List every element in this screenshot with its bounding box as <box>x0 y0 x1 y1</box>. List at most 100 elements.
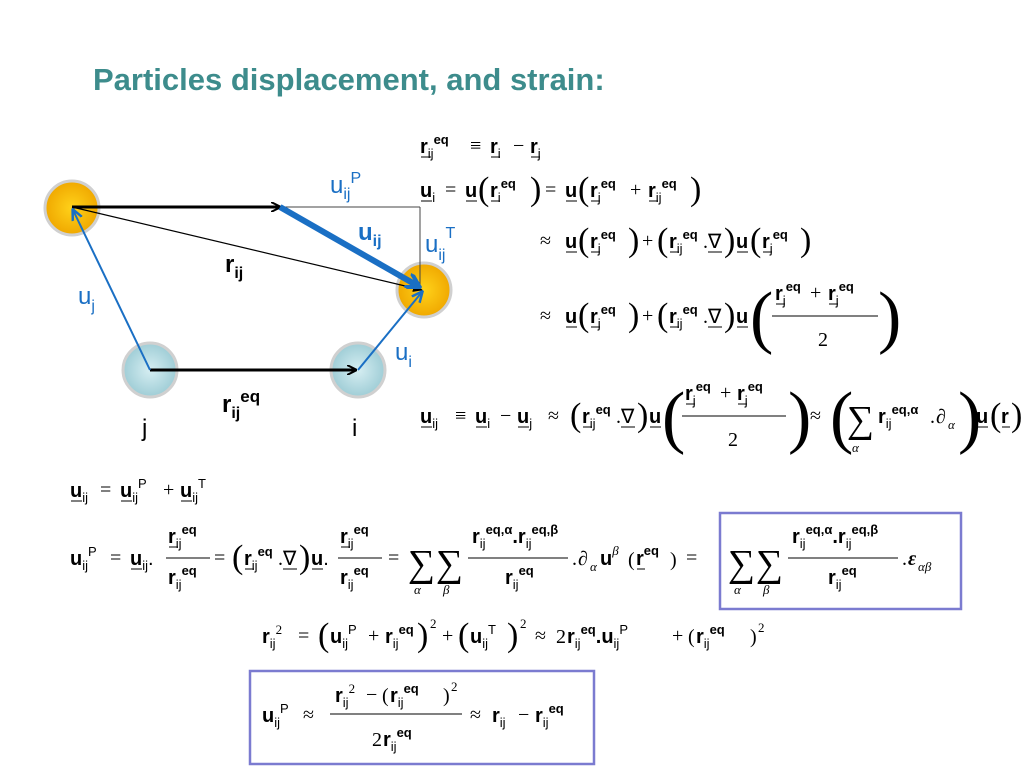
svg-text:uβ: uβ <box>600 543 619 570</box>
svg-text:2: 2 <box>728 429 738 451</box>
svg-text:rij2: rij2 <box>262 622 282 651</box>
svg-text:): ) <box>878 279 901 356</box>
svg-text:=: = <box>298 625 309 647</box>
svg-text:∑: ∑ <box>436 543 463 585</box>
svg-text:uijT: uijT <box>180 476 206 505</box>
svg-text:rjeq: rjeq <box>775 279 801 308</box>
svg-text:uijT: uijT <box>470 622 496 651</box>
svg-text:+: + <box>642 305 653 327</box>
svg-text:rjeq: rjeq <box>685 379 711 408</box>
svg-text:): ) <box>299 539 310 576</box>
svg-text:rijeq: rijeq <box>648 176 677 205</box>
svg-text:(: ( <box>382 685 389 707</box>
svg-text:∇: ∇ <box>707 306 722 328</box>
svg-text:=: = <box>214 547 225 569</box>
svg-text:rijeq: rijeq <box>535 701 564 730</box>
svg-text:=: = <box>100 479 111 501</box>
svg-text:(: ( <box>657 222 668 259</box>
svg-text:): ) <box>1011 397 1022 434</box>
svg-text:rijeq: rijeq <box>669 302 698 331</box>
svg-text:(: ( <box>688 626 695 648</box>
svg-text:(: ( <box>830 379 853 456</box>
svg-text:=: = <box>545 179 556 201</box>
equation-ui-expansion-2: ≈ u ( rjeq ) + ( rijeq . ∇ ) u ( rjeq ) <box>540 222 811 259</box>
svg-text:u: u <box>465 180 477 202</box>
svg-text:): ) <box>724 222 735 259</box>
svg-text:2: 2 <box>451 679 458 694</box>
svg-text:.: . <box>278 548 283 570</box>
svg-text:): ) <box>443 685 450 707</box>
equation-ui-expansion-3: ≈ u ( rjeq ) + ( rijeq . ∇ ) u ( rjeq + … <box>540 279 901 356</box>
svg-text:(: ( <box>750 222 761 259</box>
svg-text:u: u <box>649 406 661 428</box>
svg-text:≈: ≈ <box>303 704 314 726</box>
svg-text:+: + <box>163 479 174 501</box>
svg-text:(: ( <box>750 279 773 356</box>
svg-text:rieq: rieq <box>490 176 516 205</box>
svg-text:α: α <box>852 440 860 455</box>
svg-text:αβ: αβ <box>918 559 932 574</box>
label-j: j <box>141 415 147 442</box>
svg-text:(: ( <box>628 549 635 571</box>
svg-text:2: 2 <box>430 616 437 631</box>
svg-text:+: + <box>368 625 379 647</box>
displacement-diagram: uijP uij uijT rij uj ui rijeq j i <box>43 170 455 442</box>
svg-text:ri: ri <box>490 136 501 161</box>
svg-text:.: . <box>572 548 577 570</box>
svg-text:rijeq: rijeq <box>696 622 725 651</box>
label-i: i <box>352 415 357 442</box>
svg-text:.: . <box>902 548 907 570</box>
svg-text:rijeq: rijeq <box>582 402 611 431</box>
svg-text:rijeq: rijeq <box>340 522 369 551</box>
svg-text:rijeq: rijeq <box>420 132 449 161</box>
label-rij: rij <box>225 251 243 282</box>
svg-text:∑: ∑ <box>847 399 874 441</box>
svg-text:rjeq: rjeq <box>762 227 788 256</box>
svg-text:.: . <box>703 306 708 328</box>
boxed-uijP-result <box>248 669 596 766</box>
svg-text:req: req <box>636 543 659 570</box>
svg-text:(: ( <box>578 297 589 334</box>
svg-text:u: u <box>736 306 748 328</box>
svg-text:rijeq,α: rijeq,α <box>878 402 918 431</box>
svg-text:∇: ∇ <box>707 231 722 253</box>
arrow-uij <box>278 204 418 286</box>
svg-text:rijeq: rijeq <box>828 563 857 592</box>
svg-text:): ) <box>417 617 428 654</box>
svg-text:rijeq: rijeq <box>340 563 369 592</box>
svg-text:rjeq: rjeq <box>590 302 616 331</box>
svg-text:): ) <box>958 379 981 456</box>
svg-text:): ) <box>637 397 648 434</box>
svg-text:(: ( <box>990 397 1001 434</box>
svg-text:uj: uj <box>517 406 532 431</box>
svg-text:∑: ∑ <box>756 543 783 585</box>
svg-text:rijeq: rijeq <box>390 681 419 710</box>
svg-text:uijP: uijP <box>70 544 97 573</box>
svg-text:+: + <box>810 282 821 304</box>
boxed-strain-expression <box>718 511 963 611</box>
svg-text:≈: ≈ <box>548 405 559 427</box>
svg-text:α: α <box>590 559 598 574</box>
svg-text:(: ( <box>232 539 243 576</box>
svg-text:rjeq: rjeq <box>828 279 854 308</box>
svg-text:ui: ui <box>475 406 490 431</box>
svg-text:rijeq: rijeq <box>168 522 197 551</box>
svg-text:): ) <box>530 171 541 208</box>
svg-text:rijeq: rijeq <box>505 563 534 592</box>
svg-text:−: − <box>513 135 524 157</box>
svg-text:uijP: uijP <box>120 476 147 505</box>
label-uijP: uijP <box>330 170 361 203</box>
svg-text:(: ( <box>478 171 489 208</box>
svg-text:(: ( <box>578 222 589 259</box>
svg-text:2: 2 <box>520 616 527 631</box>
svg-text:rj: rj <box>530 136 541 161</box>
svg-text:≈: ≈ <box>540 305 551 327</box>
svg-text:rijeq: rijeq <box>385 622 414 651</box>
svg-text:u: u <box>736 231 748 253</box>
particle-i-displaced <box>395 261 453 319</box>
svg-text:): ) <box>750 626 757 648</box>
svg-text:): ) <box>800 222 811 259</box>
equation-uijP-result: uijP ≈ rij2 − ( rijeq ) 2 2 rijeq ≈ rij … <box>262 679 564 754</box>
svg-text:+: + <box>642 230 653 252</box>
